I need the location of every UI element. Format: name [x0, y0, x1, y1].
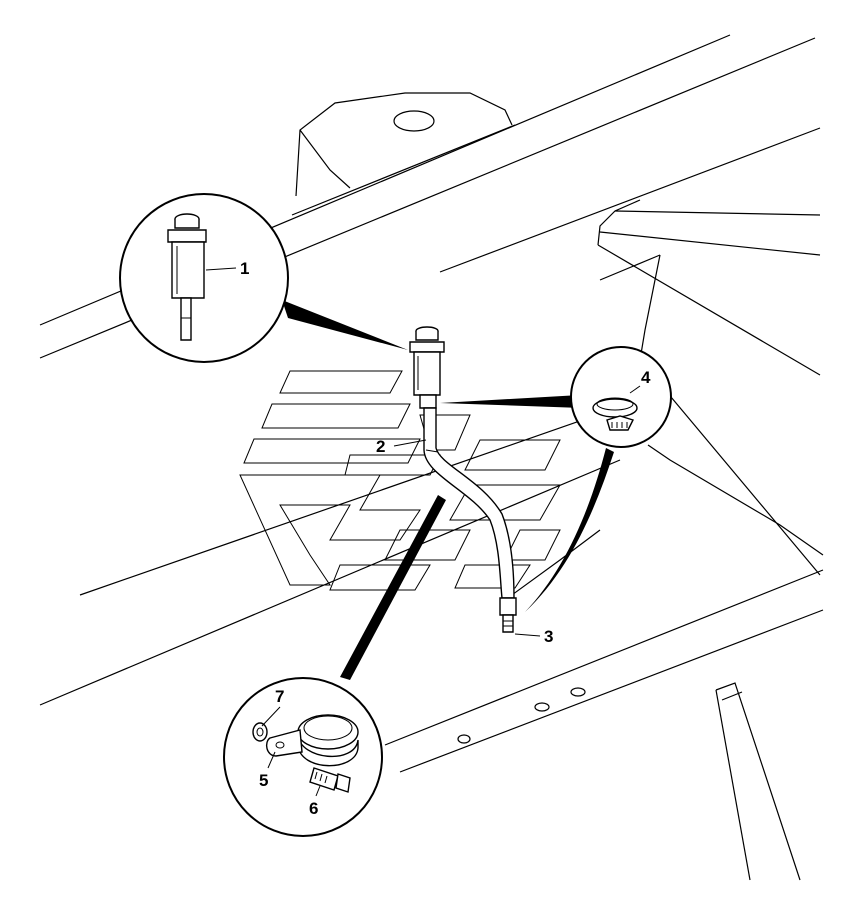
callout-4: 4 [641, 368, 651, 387]
chassis-frame-outline [39, 34, 824, 881]
dipstick-assembly [409, 326, 517, 633]
callout-1: 1 [240, 259, 249, 278]
callout-2: 2 [376, 437, 385, 456]
callout-leaders [205, 267, 641, 797]
callout-6: 6 [309, 799, 318, 818]
bubble-connectors [282, 300, 614, 680]
callout-7: 7 [275, 687, 284, 706]
detail-bubble-dipstick [119, 193, 289, 363]
detail-bubble-hose-clamp [570, 346, 672, 448]
detail-bubble-pipe-clip [223, 677, 383, 837]
callout-5: 5 [259, 771, 268, 790]
callout-3: 3 [544, 627, 553, 646]
